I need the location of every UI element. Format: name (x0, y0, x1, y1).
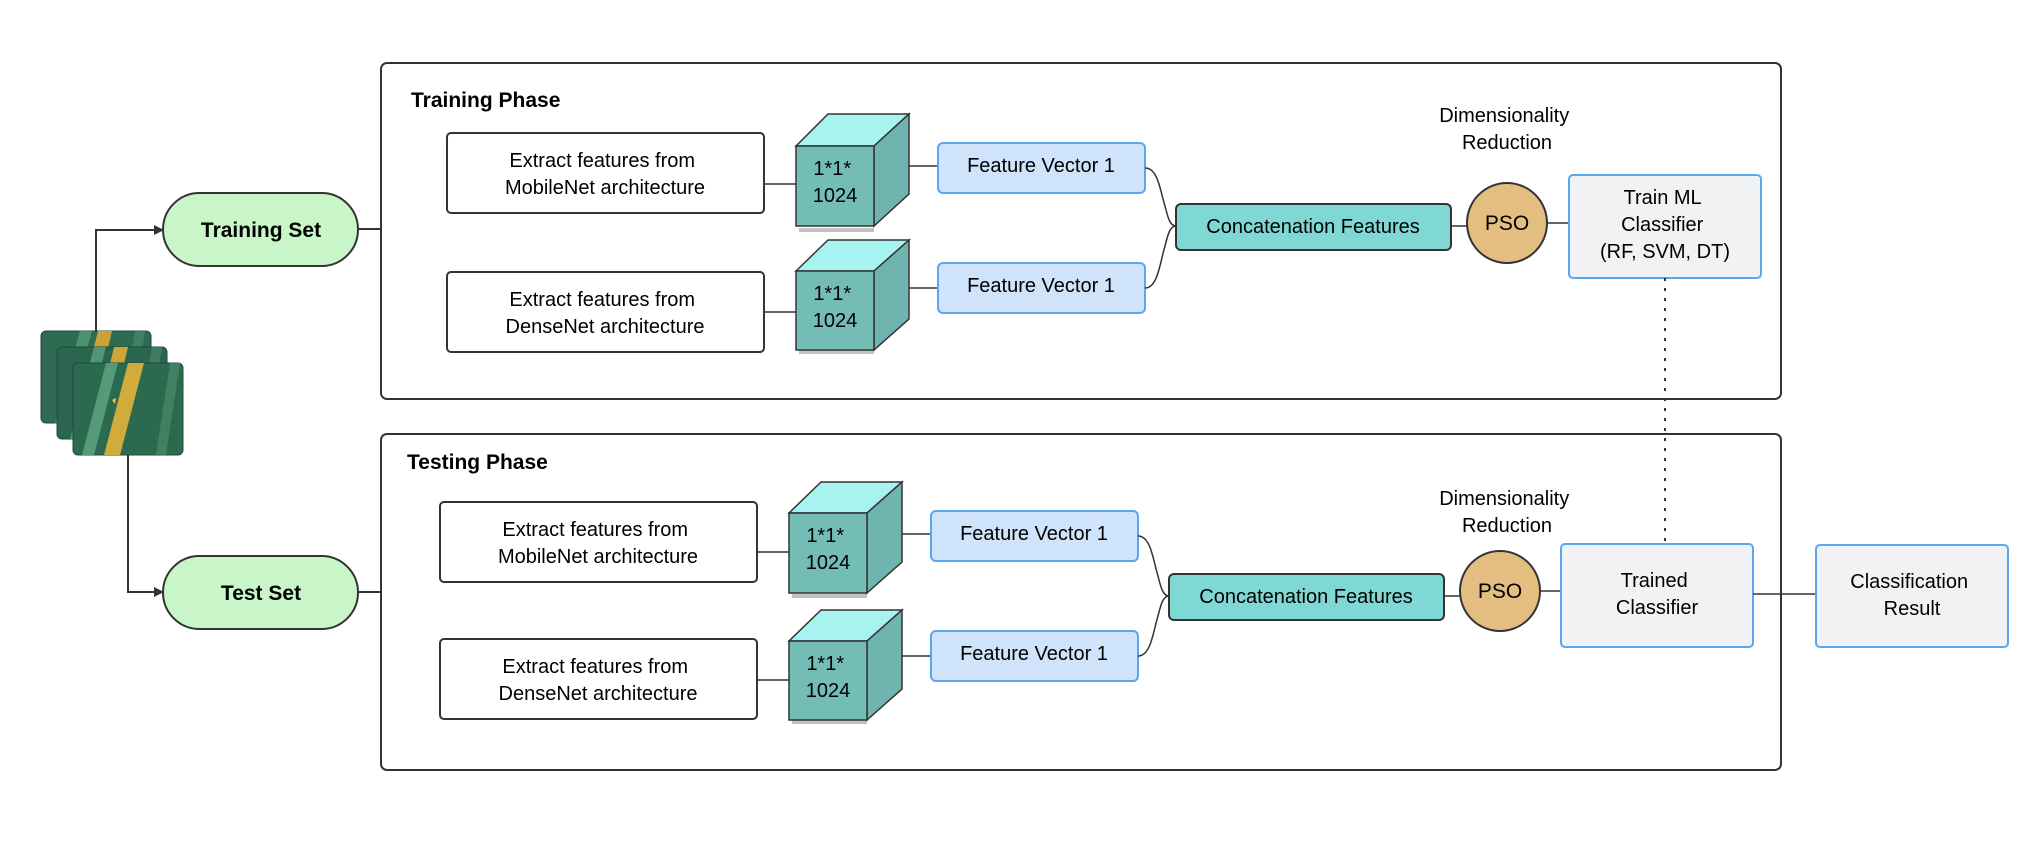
trained-classifier-label: Trained Classifier (1616, 570, 1699, 619)
connector-feature-concat (1144, 225, 1177, 289)
testing-extract-densenet-text: Extract features from DenseNet architect… (499, 656, 698, 705)
connector-to-training-set (95, 225, 164, 331)
svg-text:1*1* 1024: 1*1* 1024 (806, 525, 851, 574)
testing-extract-densenet-box (439, 638, 758, 720)
connector-feature-concat (1137, 595, 1170, 657)
testing-dim-reduction-label: Dimensionality Reduction (1439, 488, 1575, 537)
training-extract-mobilenet-text: Extract features from MobileNet architec… (505, 150, 705, 199)
testing-feature-cube-densenet: 1*1* 1024 (787, 608, 904, 724)
testing-pso-label: PSO (1478, 580, 1522, 603)
connector-to-test-set (127, 455, 164, 597)
training-phase-title: Training Phase (411, 89, 560, 112)
testing-concat-features-box (1168, 573, 1445, 621)
training-set-label: Training Set (201, 219, 321, 242)
testing-concat-features-label: Concatenation Features (1199, 586, 1412, 608)
training-pso-label: PSO (1485, 212, 1529, 235)
connector-feature-concat (1144, 167, 1177, 227)
training-concat-features-box (1175, 203, 1452, 251)
training-dim-reduction-label: Dimensionality Reduction (1439, 105, 1575, 154)
classification-result-label: Classification Result (1850, 571, 1973, 620)
training-concat-features-label: Concatenation Features (1206, 216, 1419, 238)
leaf-image (72, 362, 184, 456)
input-image-stack (40, 330, 184, 456)
svg-text:1*1* 1024: 1*1* 1024 (813, 158, 858, 207)
testing-feature-vector-top-label: Feature Vector 1 (960, 523, 1108, 545)
connector-feature-concat (1137, 535, 1170, 597)
svg-text:1*1* 1024: 1*1* 1024 (813, 283, 858, 332)
training-extract-densenet-text: Extract features from DenseNet architect… (506, 289, 705, 338)
training-feature-vector-bottom-label: Feature Vector 1 (967, 275, 1115, 297)
testing-extract-mobilenet-box (439, 501, 758, 583)
trained-classifier-box (1560, 543, 1754, 648)
svg-text:1*1* 1024: 1*1* 1024 (806, 653, 851, 702)
testing-phase-frame (380, 433, 1782, 771)
testing-feature-vector-bottom-label: Feature Vector 1 (960, 643, 1108, 665)
test-set-label: Test Set (221, 582, 301, 605)
testing-extract-mobilenet-text: Extract features from MobileNet architec… (498, 519, 698, 568)
training-feature-vector-top-label: Feature Vector 1 (967, 155, 1115, 177)
train-ml-classifier-label: Train ML Classifier (RF, SVM, DT) (1600, 187, 1730, 263)
testing-feature-cube-mobilenet: 1*1* 1024 (787, 480, 904, 598)
training-feature-cube-mobilenet: 1*1* 1024 (794, 112, 911, 232)
testing-phase-title: Testing Phase (407, 451, 548, 474)
training-extract-densenet-box (446, 271, 765, 353)
classification-result-box (1815, 544, 2009, 648)
training-feature-cube-densenet: 1*1* 1024 (794, 238, 911, 354)
training-phase-frame (380, 62, 1782, 400)
training-extract-mobilenet-box (446, 132, 765, 214)
